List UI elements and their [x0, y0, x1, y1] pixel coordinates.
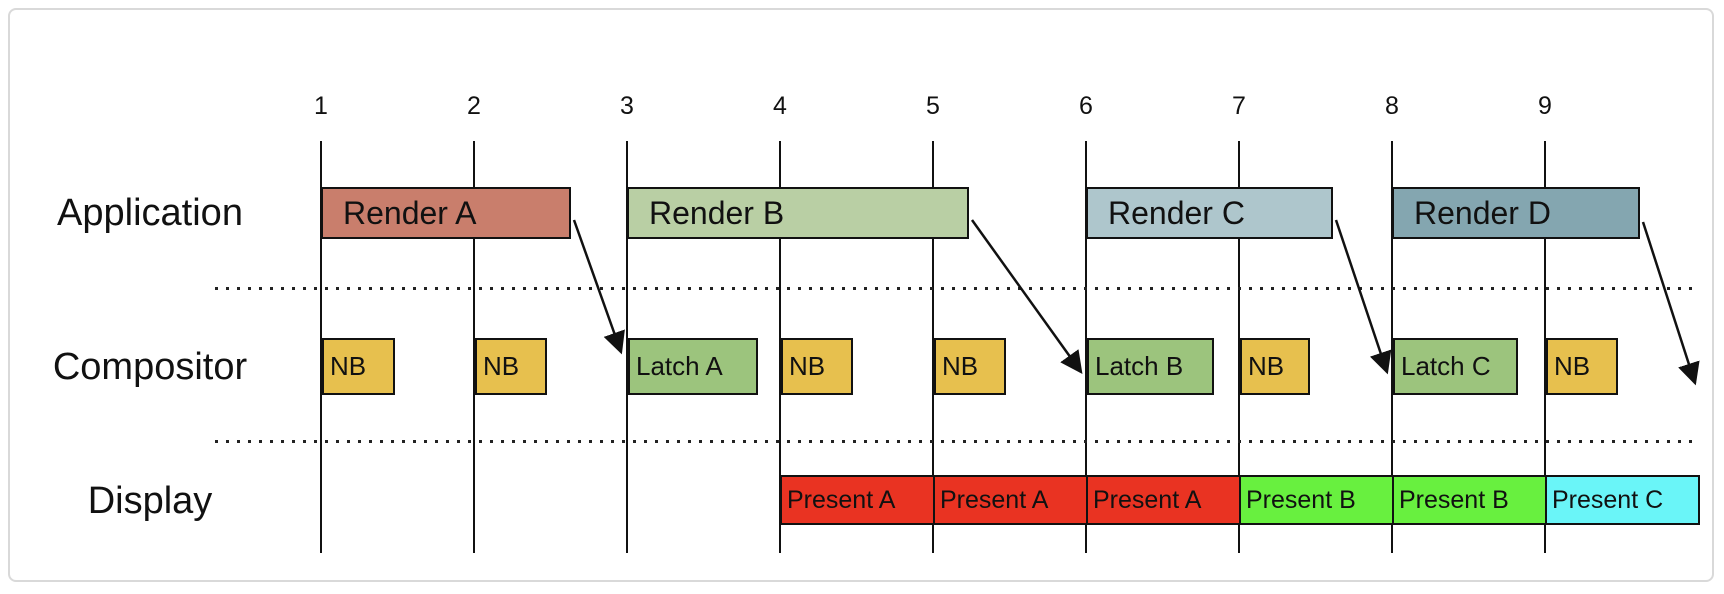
tick-label: 9 [1538, 92, 1552, 120]
present-cell: Present B [1239, 475, 1394, 525]
row-label-display: Display [87, 480, 213, 522]
tick-label: 8 [1385, 92, 1399, 120]
vsync-line [626, 141, 628, 553]
row-separator [215, 440, 1692, 443]
present-cell: Present A [933, 475, 1088, 525]
tick-label: 7 [1232, 92, 1246, 120]
row-label-compositor: Compositor [52, 346, 248, 388]
present-cell: Present A [780, 475, 935, 525]
latch-a-box: Latch A [628, 338, 758, 395]
latch-b-box: Latch B [1087, 338, 1214, 395]
latch-c-box: Latch C [1393, 338, 1518, 395]
render-b-bar: Render B [627, 187, 969, 239]
vsync-line [1238, 141, 1240, 553]
nb-box: NB [322, 338, 395, 395]
vsync-line [1391, 141, 1393, 553]
render-d-bar: Render D [1392, 187, 1640, 239]
present-cell: Present A [1086, 475, 1241, 525]
present-cell: Present C [1545, 475, 1700, 525]
present-cell: Present B [1392, 475, 1547, 525]
row-separator [215, 287, 1692, 290]
tick-label: 4 [773, 92, 787, 120]
tick-label: 6 [1079, 92, 1093, 120]
nb-box: NB [934, 338, 1006, 395]
nb-box: NB [475, 338, 547, 395]
render-c-bar: Render C [1086, 187, 1333, 239]
vsync-line [779, 141, 781, 553]
tick-label: 5 [926, 92, 940, 120]
vsync-line [320, 141, 322, 553]
vsync-line [473, 141, 475, 553]
tick-label: 3 [620, 92, 634, 120]
vsync-line [1085, 141, 1087, 553]
nb-box: NB [1546, 338, 1618, 395]
vsync-line [932, 141, 934, 553]
row-label-application: Application [57, 192, 243, 234]
nb-box: NB [1240, 338, 1310, 395]
nb-box: NB [781, 338, 853, 395]
render-a-bar: Render A [321, 187, 571, 239]
tick-label: 1 [314, 92, 328, 120]
vsync-line [1544, 141, 1546, 553]
tick-label: 2 [467, 92, 481, 120]
